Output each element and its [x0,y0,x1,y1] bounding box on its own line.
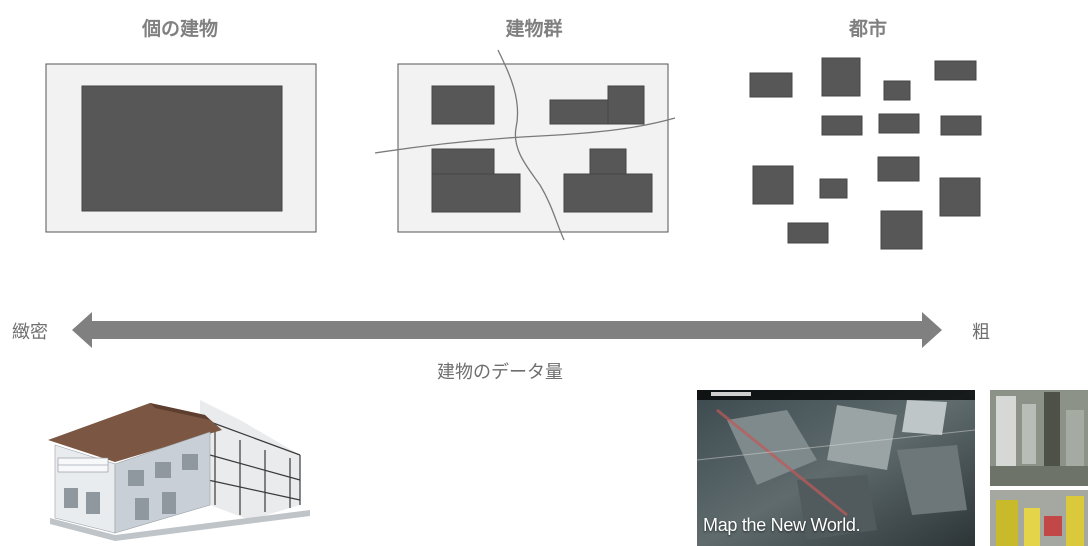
city-block [939,177,981,217]
city-title: 都市 [848,18,887,40]
city-aerial-photo: Map the New World. [697,390,975,546]
group-block [607,85,645,125]
group-block [431,148,495,175]
group-block [431,85,495,125]
group-block [589,148,627,175]
photo-brand-logo [711,392,751,396]
scale-right-label: 粗 [972,322,990,343]
city-block [819,178,848,199]
building-group-title: 建物群 [505,18,563,40]
road-line [497,49,565,241]
city-block [883,80,911,101]
city-thumbnail-top [990,390,1088,486]
building-group-panel [374,49,676,241]
scale-left-label: 緻密 [12,322,48,343]
city-thumbnail-bottom [990,490,1088,546]
city-block [787,222,829,244]
city-blocks [749,57,982,250]
photo-caption: Map the New World. [703,515,861,535]
scale-arrow [72,312,942,348]
single-building-panel [45,63,317,233]
road-line [374,117,676,154]
building-title: 個の建物 [141,18,218,40]
city-block [878,113,920,134]
city-block [940,115,982,136]
house-illustration [48,400,310,541]
city-block [877,156,920,182]
city-block [880,210,923,250]
city-block [934,60,977,81]
photo-nav-bar [697,390,975,400]
aerial-image [697,390,975,546]
group-block [549,99,611,125]
group-block [563,173,653,213]
city-block [749,72,793,98]
city-block [752,165,794,205]
axis-caption: 建物のデータ量 [437,362,563,383]
city-block [821,115,863,136]
city-block [821,57,861,97]
building-block [81,85,283,212]
group-block [431,173,521,213]
